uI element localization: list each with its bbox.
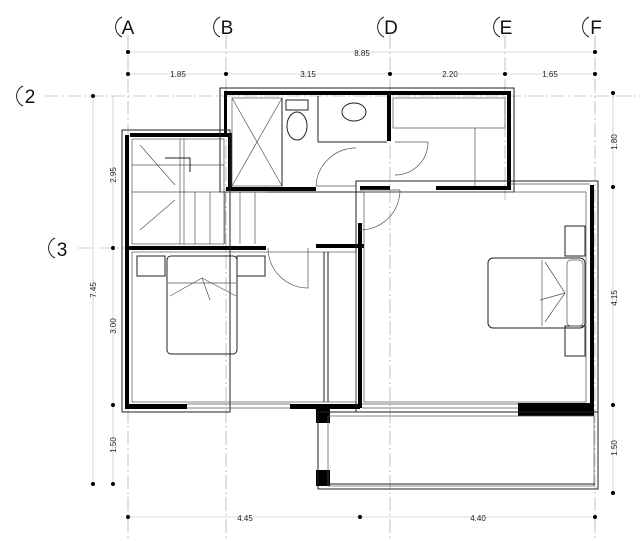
grid-bubble-3: 3 xyxy=(48,237,68,261)
nightstand xyxy=(236,255,266,277)
sink-icon xyxy=(341,102,367,122)
stair-arrow-icon xyxy=(165,157,191,172)
blanket xyxy=(539,260,566,326)
windows xyxy=(187,183,590,409)
top-dimensions: 8.85 1.85 3.15 2.20 1.65 xyxy=(126,49,597,79)
closet xyxy=(359,97,506,231)
bedroom-left xyxy=(131,247,357,403)
svg-text:7.45: 7.45 xyxy=(89,282,98,298)
grid-bubble-A: A xyxy=(115,16,135,39)
svg-text:E: E xyxy=(500,18,513,39)
svg-text:4.15: 4.15 xyxy=(610,290,619,306)
svg-text:D: D xyxy=(384,18,398,39)
blanket xyxy=(168,277,237,301)
grid-bubble-F: F xyxy=(582,16,602,39)
svg-text:1.50: 1.50 xyxy=(610,440,619,456)
right-dimensions: 1.80 4.15 1.50 xyxy=(610,91,619,495)
grid-bubble-B: B xyxy=(213,16,234,39)
svg-text:4.40: 4.40 xyxy=(470,514,486,523)
bed-icon xyxy=(487,257,586,329)
nightstand xyxy=(564,325,586,357)
bed-icon xyxy=(166,255,238,355)
balcony xyxy=(317,411,599,490)
svg-text:4.45: 4.45 xyxy=(237,514,253,523)
svg-text:1.65: 1.65 xyxy=(542,70,558,79)
nightstand xyxy=(564,225,586,257)
grid-bubble-E: E xyxy=(493,16,513,39)
toilet-icon xyxy=(286,111,308,141)
bathroom xyxy=(231,96,387,187)
svg-text:3.00: 3.00 xyxy=(109,318,118,334)
svg-text:2.95: 2.95 xyxy=(109,167,118,183)
bedroom-right xyxy=(363,191,587,403)
svg-text:B: B xyxy=(221,18,234,39)
grid-bubble-2: 2 xyxy=(16,85,36,108)
svg-text:3: 3 xyxy=(57,240,68,261)
toilet-tank xyxy=(285,99,309,111)
grid-bubble-D: D xyxy=(377,16,398,39)
svg-text:8.85: 8.85 xyxy=(354,49,370,58)
svg-text:1.85: 1.85 xyxy=(170,70,186,79)
svg-text:2.20: 2.20 xyxy=(442,70,458,79)
svg-text:3.15: 3.15 xyxy=(300,70,316,79)
staircase xyxy=(131,138,266,245)
svg-text:F: F xyxy=(590,18,602,39)
nightstand xyxy=(136,255,166,277)
svg-text:1.80: 1.80 xyxy=(610,134,619,150)
svg-text:2: 2 xyxy=(25,87,36,108)
walls xyxy=(121,87,599,486)
left-dimensions: 2.95 7.45 3.00 1.50 xyxy=(89,94,118,486)
bottom-dimensions: 4.45 4.40 xyxy=(126,514,597,523)
svg-text:1.50: 1.50 xyxy=(109,437,118,453)
svg-text:A: A xyxy=(122,18,135,39)
